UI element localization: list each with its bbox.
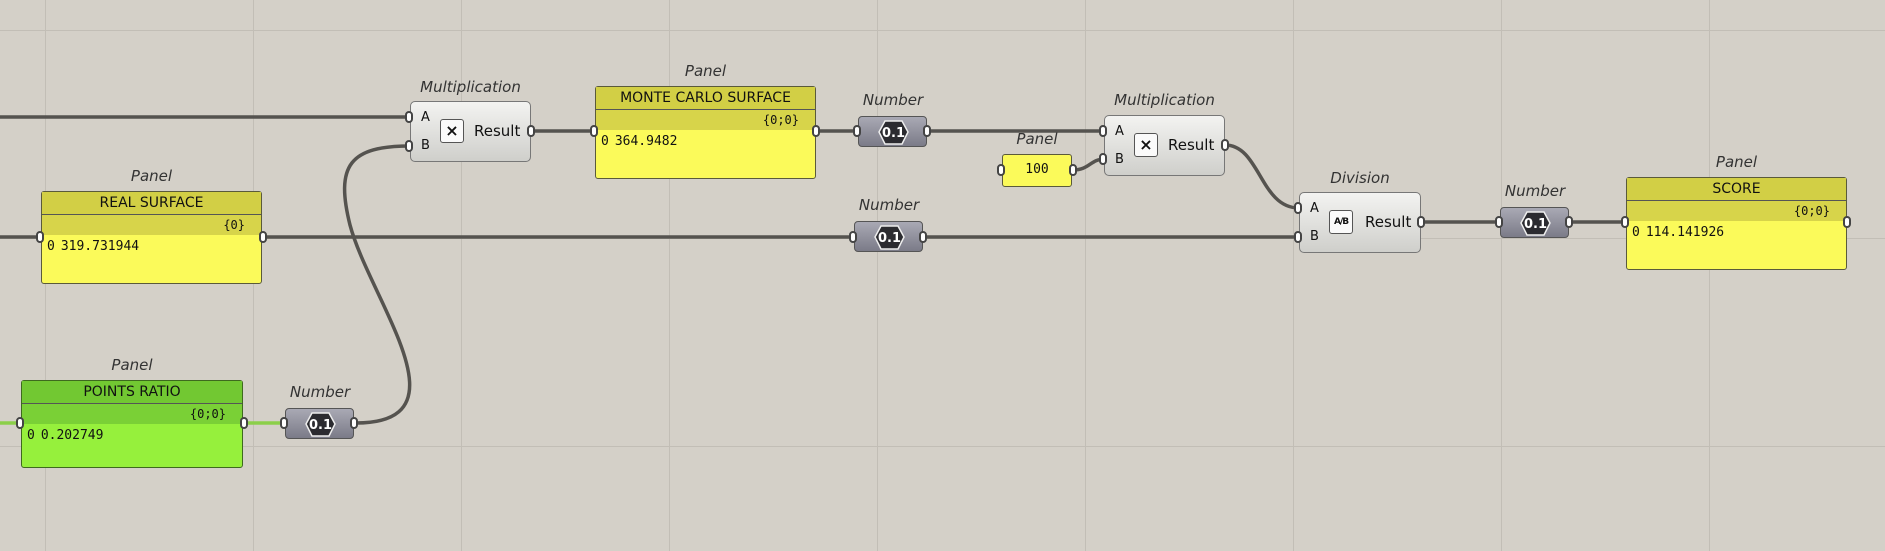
mult1-b-port[interactable] xyxy=(405,140,413,152)
score-panel[interactable]: SCORE {0;0} 0 114.141926 xyxy=(1626,177,1847,270)
mult2-a-port[interactable] xyxy=(1099,125,1107,137)
number-points-caption: Number xyxy=(289,383,351,401)
mult2-component[interactable]: A B × Result xyxy=(1104,115,1225,176)
mult2-input-b[interactable]: B xyxy=(1115,152,1124,167)
number-real-caption: Number xyxy=(858,196,920,214)
score-index: 0 xyxy=(1632,224,1640,240)
division-icon: A/B xyxy=(1329,210,1353,234)
number-points[interactable]: 0.1 xyxy=(285,408,354,439)
mult2-caption: Multiplication xyxy=(1114,91,1215,109)
points-ratio-in-port[interactable] xyxy=(16,417,24,429)
points-ratio-panel[interactable]: POINTS RATIO {0;0} 0 0.202749 xyxy=(21,380,243,468)
number-real[interactable]: 0.1 xyxy=(854,221,923,252)
number-points-out-port[interactable] xyxy=(350,417,358,429)
monte-carlo-index: 0 xyxy=(601,133,609,149)
number-monte-out-port[interactable] xyxy=(923,125,931,137)
real-surface-index: 0 xyxy=(47,238,55,254)
score-path: {0;0} xyxy=(1627,201,1846,221)
division-input-a[interactable]: A xyxy=(1310,201,1319,216)
real-surface-value: 319.731944 xyxy=(60,238,140,254)
number-real-in-port[interactable] xyxy=(849,231,857,243)
hexagon-number-icon: 0.1 xyxy=(878,120,909,145)
number-monte-caption: Number xyxy=(862,91,924,109)
points-ratio-title: POINTS RATIO xyxy=(22,381,242,404)
number-score[interactable]: 0.1 xyxy=(1500,207,1569,238)
number-score-caption: Number xyxy=(1504,182,1566,200)
real-surface-title: REAL SURFACE xyxy=(42,192,261,215)
points-ratio-out-port[interactable] xyxy=(240,417,248,429)
mult1-a-port[interactable] xyxy=(405,111,413,123)
hundred-panel-caption: Panel xyxy=(1016,130,1058,148)
hexagon-number-icon: 0.1 xyxy=(305,412,336,437)
monte-carlo-caption: Panel xyxy=(684,62,727,80)
mult1-out-port[interactable] xyxy=(527,125,535,137)
number-score-in-port[interactable] xyxy=(1495,216,1503,228)
svg-text:0.1: 0.1 xyxy=(1524,217,1547,232)
monte-carlo-panel[interactable]: MONTE CARLO SURFACE {0;0} 0 364.9482 xyxy=(595,86,816,179)
monte-carlo-out-port[interactable] xyxy=(812,125,820,137)
real-surface-out-port[interactable] xyxy=(259,231,267,243)
points-ratio-path: {0;0} xyxy=(22,404,242,424)
mult1-input-b[interactable]: B xyxy=(421,138,430,153)
svg-text:0.1: 0.1 xyxy=(309,418,332,433)
score-value: 114.141926 xyxy=(1645,224,1725,240)
score-title: SCORE xyxy=(1627,178,1846,201)
number-real-out-port[interactable] xyxy=(919,231,927,243)
number-points-in-port[interactable] xyxy=(280,417,288,429)
real-surface-panel[interactable]: REAL SURFACE {0} 0 319.731944 xyxy=(41,191,262,284)
real-surface-caption: Panel xyxy=(130,167,173,185)
division-out-port[interactable] xyxy=(1417,216,1425,228)
wire-n-points-to-mult1-b[interactable] xyxy=(342,144,412,425)
multiply-icon: × xyxy=(1134,133,1158,157)
mult1-input-a[interactable]: A xyxy=(421,110,430,125)
division-output[interactable]: Result xyxy=(1365,213,1412,231)
number-score-out-port[interactable] xyxy=(1565,216,1573,228)
hexagon-number-icon: 0.1 xyxy=(874,225,905,250)
mult1-caption: Multiplication xyxy=(420,78,521,96)
svg-text:0.1: 0.1 xyxy=(882,126,905,141)
mult2-out-port[interactable] xyxy=(1221,139,1229,151)
number-monte[interactable]: 0.1 xyxy=(858,116,927,147)
multiply-icon: × xyxy=(440,119,464,143)
division-component[interactable]: A B A/B Result xyxy=(1299,192,1421,253)
points-ratio-value: 0.202749 xyxy=(40,427,104,443)
mult1-output[interactable]: Result xyxy=(474,122,521,140)
hundred-panel[interactable]: 100 xyxy=(1002,154,1072,187)
mult1-component[interactable]: A B × Result xyxy=(410,101,531,162)
score-in-port[interactable] xyxy=(1621,216,1629,228)
monte-carlo-path: {0;0} xyxy=(596,110,815,130)
number-monte-in-port[interactable] xyxy=(853,125,861,137)
real-surface-path: {0} xyxy=(42,215,261,235)
hundred-out-port[interactable] xyxy=(1069,164,1077,176)
hundred-in-port[interactable] xyxy=(997,164,1005,176)
mult2-input-a[interactable]: A xyxy=(1115,124,1124,139)
division-input-b[interactable]: B xyxy=(1310,229,1319,244)
monte-carlo-title: MONTE CARLO SURFACE xyxy=(596,87,815,110)
hexagon-number-icon: 0.1 xyxy=(1520,211,1551,236)
wire-mult2-to-division-a[interactable] xyxy=(1224,143,1300,210)
mult2-b-port[interactable] xyxy=(1099,153,1107,165)
svg-text:0.1: 0.1 xyxy=(878,231,901,246)
monte-carlo-value: 364.9482 xyxy=(614,133,678,149)
division-a-port[interactable] xyxy=(1294,202,1302,214)
division-b-port[interactable] xyxy=(1294,231,1302,243)
real-surface-in-port[interactable] xyxy=(36,231,44,243)
score-out-port[interactable] xyxy=(1843,216,1851,228)
score-caption: Panel xyxy=(1715,153,1758,171)
points-ratio-index: 0 xyxy=(27,427,35,443)
division-caption: Division xyxy=(1330,169,1390,187)
points-ratio-caption: Panel xyxy=(111,356,153,374)
mult2-output[interactable]: Result xyxy=(1168,136,1215,154)
monte-carlo-in-port[interactable] xyxy=(590,125,598,137)
